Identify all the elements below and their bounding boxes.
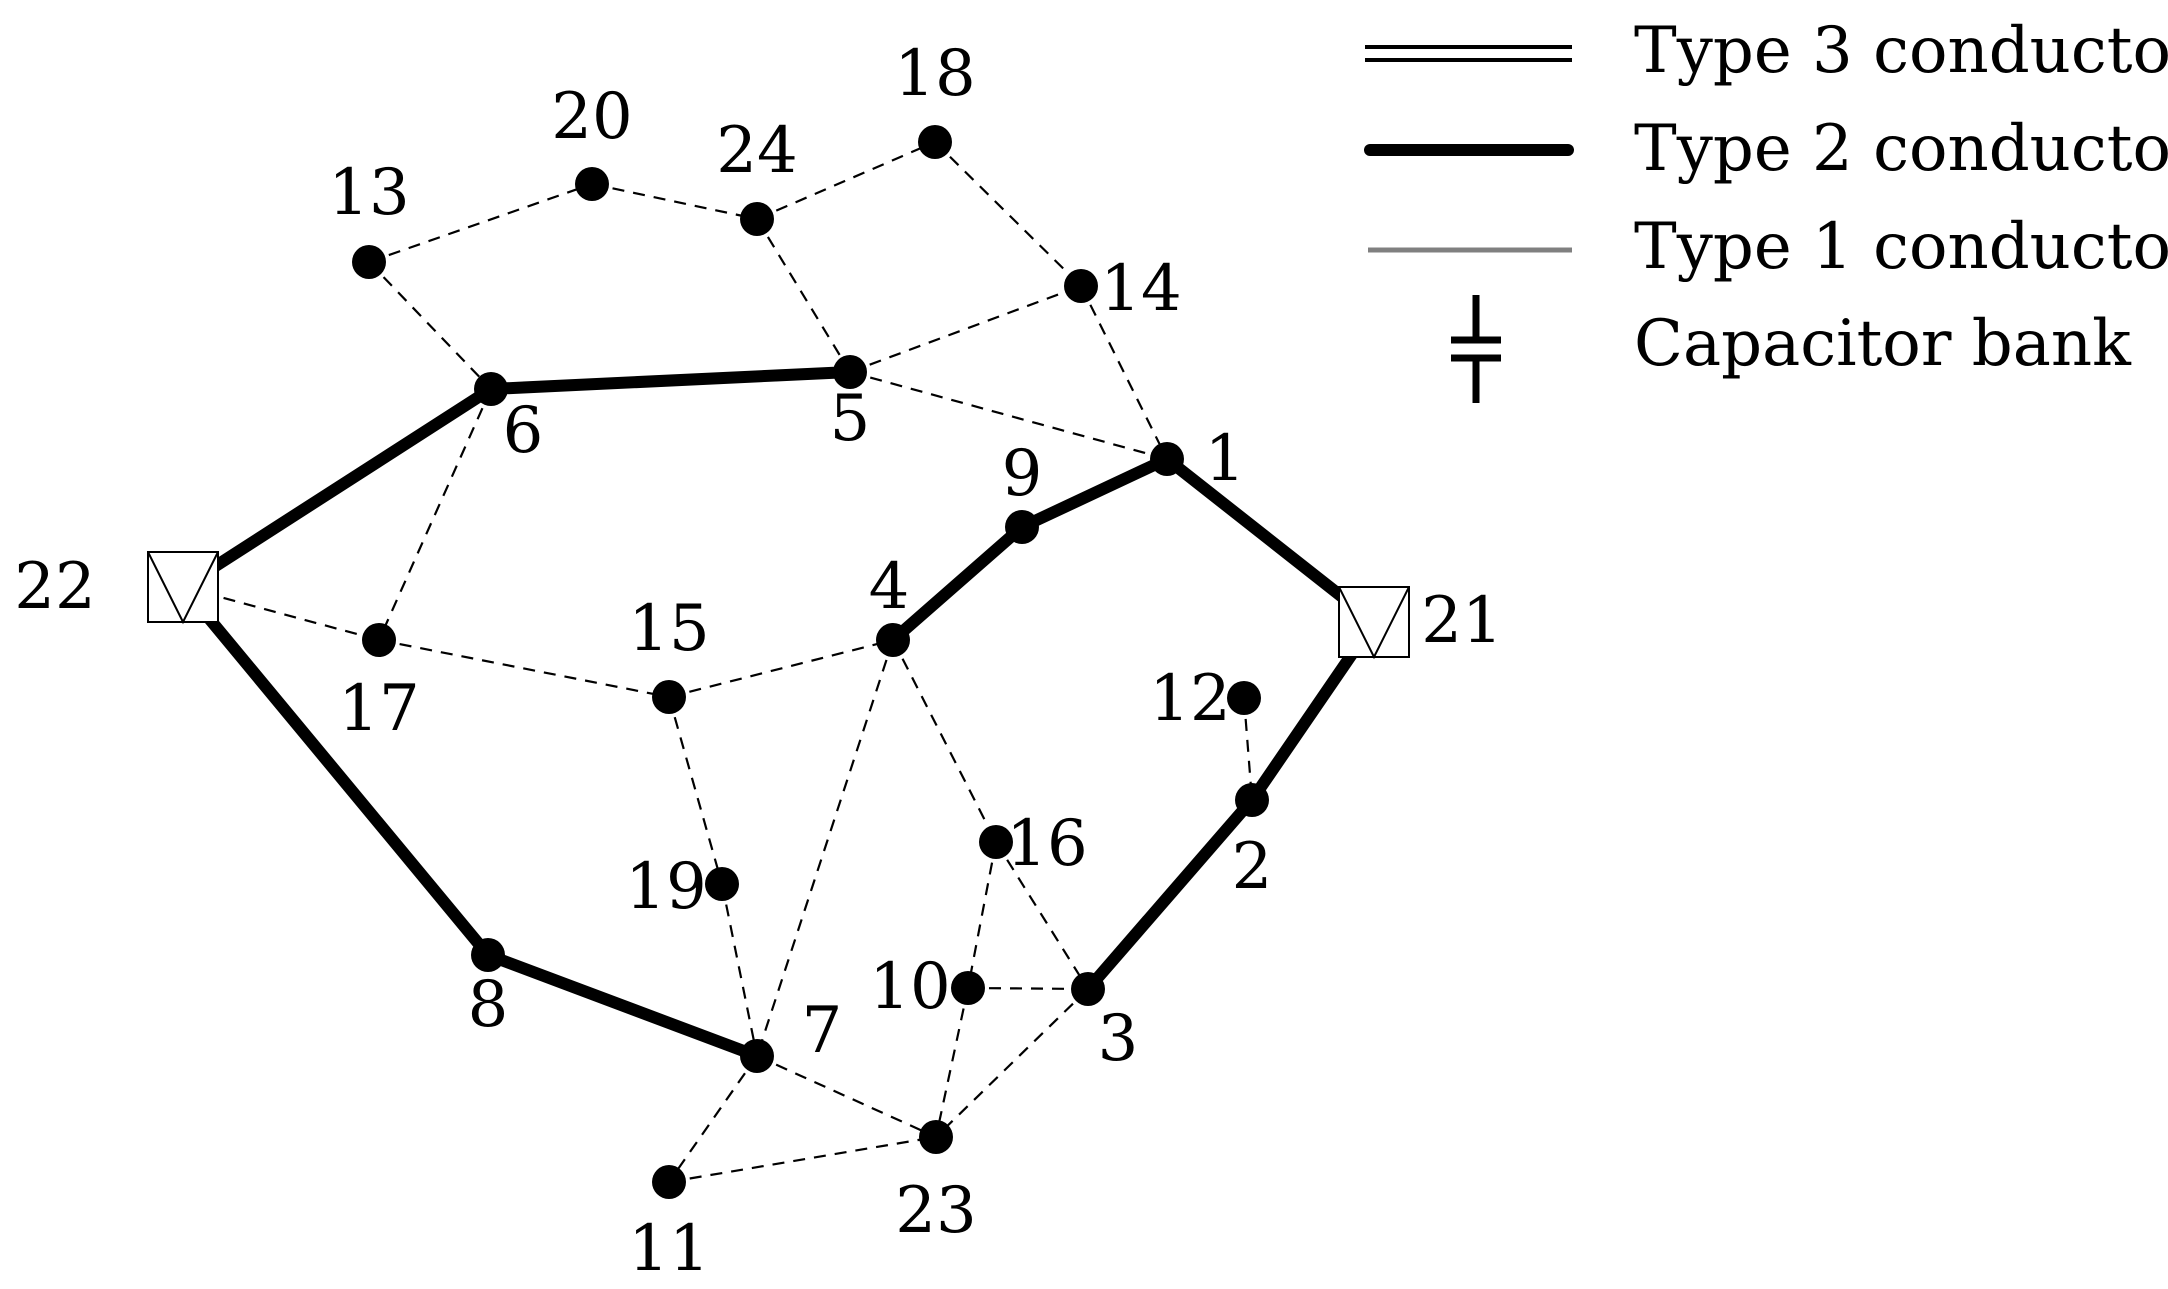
capacitor-bank-icon (1451, 295, 1501, 403)
edge-13-20 (368, 182, 593, 264)
bus-node-1 (1150, 442, 1184, 476)
node-label-23: 23 (895, 1174, 976, 1248)
edge-4-16 (892, 639, 997, 843)
node-label-5: 5 (830, 382, 871, 456)
bus-node-11 (652, 1165, 686, 1199)
node-label-13: 13 (328, 156, 409, 230)
node-label-18: 18 (894, 37, 975, 111)
bus-node-10 (951, 971, 985, 1005)
node-label-4: 4 (869, 550, 910, 624)
legend-type2-label: Type 2 conductor (1634, 112, 2168, 186)
edge-22-8 (177, 581, 494, 961)
edge-2-3 (1082, 794, 1258, 995)
edge-9-4 (887, 521, 1028, 646)
legend-capacitor-label: Capacitor bank (1634, 307, 2132, 381)
node-label-10: 10 (869, 950, 950, 1024)
node-label-15: 15 (628, 592, 709, 666)
edge-19-7 (720, 883, 759, 1057)
node-label-6: 6 (503, 394, 544, 468)
bus-node-9 (1005, 510, 1039, 544)
node-label-24: 24 (716, 114, 797, 188)
bus-node-23 (919, 1120, 953, 1154)
bus-node-19 (705, 867, 739, 901)
edge-20-24 (591, 182, 758, 221)
bus-node-13 (352, 245, 386, 279)
bus-node-17 (362, 623, 396, 657)
edge-10-3 (967, 986, 1089, 991)
node-label-3: 3 (1098, 1002, 1139, 1076)
legend-type3-label: Type 3 conductor (1634, 14, 2168, 88)
edge-1-9 (1016, 453, 1173, 533)
node-label-1: 1 (1205, 422, 1246, 496)
bus-node-14 (1064, 269, 1098, 303)
bus-node-15 (652, 680, 686, 714)
node-label-2: 2 (1232, 830, 1273, 904)
edge-15-19 (667, 696, 724, 885)
edge-18-14 (934, 141, 1082, 287)
bus-node-2 (1235, 783, 1269, 817)
edge-11-23 (668, 1135, 937, 1184)
bus-node-12 (1227, 681, 1261, 715)
node-label-17: 17 (338, 672, 419, 746)
edge-5-1 (849, 370, 1168, 461)
substation-icon-22 (147, 551, 219, 625)
edge-16-3 (995, 841, 1089, 990)
edge-6-17 (377, 388, 493, 641)
node-label-8: 8 (468, 968, 509, 1042)
edge-6-5 (485, 366, 856, 395)
edge-14-1 (1080, 285, 1168, 460)
node-label-21: 21 (1421, 584, 1502, 658)
bus-node-7 (740, 1039, 774, 1073)
edge-3-23 (935, 988, 1089, 1138)
substation-icon-21 (1338, 586, 1410, 660)
bus-node-18 (918, 125, 952, 159)
legend-type1-label: Type 1 conductor (1634, 210, 2168, 284)
edge-24-5 (756, 218, 851, 373)
edge-22-17 (182, 585, 380, 642)
node-label-14: 14 (1100, 252, 1181, 326)
bus-node-24 (740, 202, 774, 236)
node-label-19: 19 (625, 850, 706, 924)
node-label-11: 11 (628, 1212, 709, 1286)
edge-24-18 (756, 140, 936, 221)
edge-13-6 (368, 261, 492, 390)
edge-22-6 (177, 383, 497, 593)
bus-node-3 (1071, 972, 1105, 1006)
node-label-7: 7 (802, 994, 843, 1068)
bus-node-5 (833, 355, 867, 389)
node-label-16: 16 (1006, 807, 1087, 881)
edge-10-23 (934, 987, 970, 1138)
bus-node-6 (474, 372, 508, 406)
edge-12-2 (1242, 697, 1254, 801)
edge-7-23 (756, 1054, 937, 1139)
edge-8-7 (482, 949, 763, 1062)
edge-15-4 (668, 638, 894, 699)
bus-node-4 (876, 623, 910, 657)
edge-7-11 (668, 1055, 758, 1183)
node-label-9: 9 (1002, 437, 1043, 511)
edge-17-15 (378, 638, 670, 699)
nodes-layer (147, 125, 1410, 1199)
bus-node-20 (575, 167, 609, 201)
edge-5-14 (849, 284, 1082, 374)
node-label-22: 22 (14, 550, 95, 624)
bus-node-16 (979, 825, 1013, 859)
node-label-12: 12 (1149, 662, 1230, 736)
bus-node-8 (471, 938, 505, 972)
edges-layer (177, 140, 1380, 1184)
legend: Type 3 conductor Type 2 conductor Type 1… (1364, 14, 2168, 403)
edge-4-7 (755, 639, 895, 1057)
edge-16-10 (966, 841, 998, 989)
node-label-20: 20 (551, 80, 632, 154)
